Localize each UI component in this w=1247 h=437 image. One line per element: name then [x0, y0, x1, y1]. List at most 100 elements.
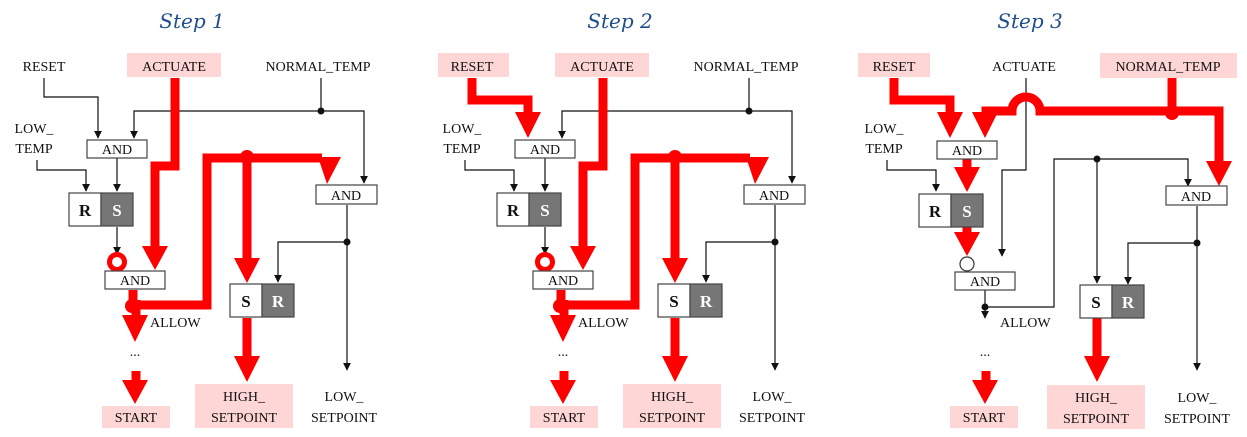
start-highlight	[102, 406, 170, 428]
hot-arrow	[122, 315, 148, 342]
and-gate-label: AND	[970, 275, 1000, 290]
reset-label: RESET	[23, 60, 66, 75]
wire-and2-r	[1124, 242, 1197, 285]
high-setpoint-label: HIGH_	[651, 390, 694, 405]
high-setpoint-highlight	[623, 384, 721, 428]
junction-dot	[771, 238, 779, 246]
ellipsis: ...	[558, 345, 569, 360]
wire-reset	[43, 78, 102, 139]
latch-r: R	[272, 292, 285, 311]
hot-wire-actuate	[578, 78, 608, 248]
sr-latch: S R	[1079, 284, 1145, 319]
wire-and2-r	[274, 241, 347, 283]
reset-highlight	[858, 53, 930, 77]
start-highlight	[530, 406, 598, 428]
hot-wire-reset	[889, 78, 955, 114]
low-setpoint-label: LOW_	[325, 390, 365, 405]
hot-arrow	[515, 112, 541, 138]
hot-arrow	[550, 315, 576, 342]
rs-latch: R S	[68, 192, 134, 227]
low-setpoint-label-2: SETPOINT	[311, 411, 378, 426]
and-gate-label: AND	[102, 143, 132, 158]
actuate-highlight	[127, 53, 221, 77]
and-gate	[936, 140, 998, 160]
hot-arrow	[954, 167, 980, 192]
hot-wire-reset	[467, 78, 533, 114]
normal-temp-label: NORMAL_TEMP	[265, 60, 370, 75]
normal-temp-label: NORMAL_TEMP	[693, 60, 798, 75]
and-gate	[315, 184, 378, 205]
hot-wire-actuate	[150, 78, 180, 248]
hot-arrow	[972, 380, 998, 404]
step-title: Step 2	[587, 9, 652, 33]
reset-label: RESET	[451, 60, 494, 75]
wire-nt-and2	[749, 110, 796, 184]
step-3: Step 3 RESET ACTUATE NORMAL_TEMP LOW_ TE…	[858, 9, 1237, 429]
reset-label: RESET	[873, 60, 916, 75]
inversion-bubble	[959, 256, 975, 272]
hot-arrow	[234, 258, 260, 283]
hot-arrow	[954, 232, 980, 256]
junction-dot	[343, 238, 351, 246]
low-setpoint-label-2: SETPOINT	[1164, 412, 1231, 427]
normal-temp-highlight	[1100, 53, 1237, 78]
wire-actuate	[998, 78, 1027, 257]
hot-wire-nt-and2	[1172, 106, 1224, 164]
junction-dot	[745, 107, 753, 115]
hot-arrow	[570, 246, 596, 270]
wire-low-temp	[464, 160, 518, 192]
low-temp-label: LOW_	[865, 122, 905, 137]
and-gate-label: AND	[952, 144, 982, 159]
low-setpoint-label-2: SETPOINT	[739, 411, 806, 426]
high-setpoint-highlight	[195, 384, 293, 428]
and-gate-label: AND	[530, 143, 560, 158]
latch-s: S	[241, 292, 250, 311]
high-setpoint-label-2: SETPOINT	[211, 411, 278, 426]
start-label: START	[115, 411, 158, 426]
allow-label: ALLOW	[578, 316, 629, 331]
and-gate	[954, 271, 1016, 291]
wire-and2-r	[702, 241, 775, 283]
reset-highlight	[438, 53, 509, 77]
wire-allow-loop	[985, 158, 1192, 308]
and-gate	[104, 270, 166, 290]
low-setpoint-label: LOW_	[1178, 391, 1218, 406]
hot-arrow	[318, 157, 341, 184]
latch-r: R	[1122, 293, 1135, 312]
latch-r: R	[929, 202, 942, 221]
hot-arrow	[662, 258, 688, 283]
hot-arrow	[550, 380, 576, 404]
junction-dot	[317, 107, 325, 115]
high-setpoint-label: HIGH_	[223, 390, 266, 405]
and-gate-label: AND	[759, 189, 789, 204]
hot-arrow	[662, 356, 688, 382]
and-gate-label: AND	[548, 274, 578, 289]
wire-low-temp	[36, 160, 90, 192]
and-gate-label: AND	[331, 189, 361, 204]
actuate-label: ACTUATE	[992, 60, 1056, 75]
latch-r: R	[700, 292, 713, 311]
and-gate	[743, 184, 806, 205]
and-gate-label: AND	[120, 274, 150, 289]
high-setpoint-label-2: SETPOINT	[639, 411, 706, 426]
hot-arrow	[1206, 161, 1232, 186]
wire-nt-and1	[558, 110, 749, 139]
start-label: START	[963, 411, 1006, 426]
latch-s: S	[112, 201, 121, 220]
and-gate	[514, 139, 576, 159]
latch-r: R	[79, 201, 92, 220]
step-1: Step 1 RESET ACTUATE NORMAL_TEMP LOW_ TE…	[15, 9, 378, 428]
normal-temp-label: NORMAL_TEMP	[1115, 60, 1220, 75]
junction-dot	[1093, 155, 1101, 163]
wire-low-temp	[886, 160, 940, 192]
low-temp-label: LOW_	[15, 122, 55, 137]
hot-arrow	[122, 380, 148, 404]
start-label: START	[543, 411, 586, 426]
low-temp-label-2: TEMP	[443, 142, 481, 157]
rs-latch: R S	[496, 192, 562, 227]
actuate-highlight	[555, 53, 649, 77]
latch-s: S	[669, 292, 678, 311]
hot-arrow	[1084, 356, 1110, 382]
low-setpoint-label: LOW_	[753, 390, 793, 405]
step-2: Step 2 RESET ACTUATE NORMAL_TEMP LOW_ TE…	[438, 9, 806, 428]
